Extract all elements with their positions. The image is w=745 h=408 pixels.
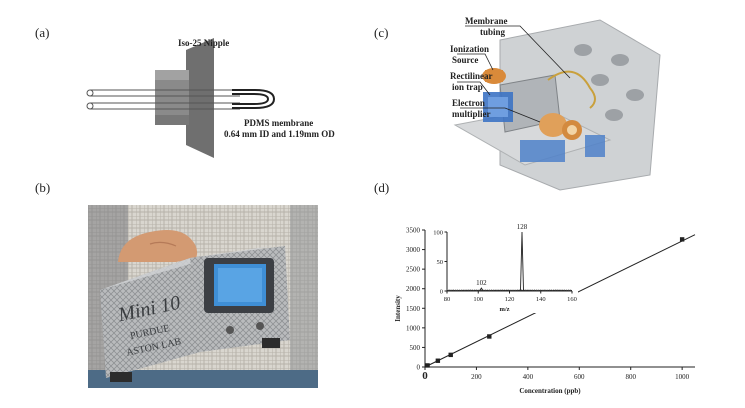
membrane-inlet-diagram xyxy=(86,38,276,158)
x-tick-label: 1000 xyxy=(675,373,690,381)
inset-x-tick-label: 80 xyxy=(444,296,451,303)
y-tick-label: 500 xyxy=(410,344,421,352)
x-tick-label: 800 xyxy=(625,373,636,381)
inlet-tubes xyxy=(86,89,240,110)
inset-x-tick-label: 140 xyxy=(536,296,546,303)
data-point xyxy=(448,352,453,358)
nipple-label: Iso-25 Nipple xyxy=(178,38,230,48)
callout-rectilinear: Rectilinear xyxy=(450,71,493,81)
inset-y-tick-label: 0 xyxy=(440,289,443,296)
device-left-face xyxy=(100,258,200,378)
membrane-dims-label: 0.64 mm ID and 1.19mm OD xyxy=(224,129,335,139)
y-tick-label: 3500 xyxy=(406,227,421,235)
inset-peak-label: 128 xyxy=(517,223,528,231)
mini10-photo xyxy=(88,205,318,388)
callout-membrane: Membrane xyxy=(465,16,508,26)
inset-background xyxy=(435,228,578,313)
panel-a-label: (a) xyxy=(35,25,50,40)
x-tick-label: 0 xyxy=(422,370,428,382)
y-tick-label: 2500 xyxy=(406,266,421,274)
callout-ion-trap: ion trap xyxy=(452,82,483,92)
y-tick-label: 1500 xyxy=(406,305,421,313)
y-tick-label: 3000 xyxy=(406,246,421,254)
data-point xyxy=(679,237,685,242)
inset-x-tick-label: 100 xyxy=(473,296,483,303)
inset-peak xyxy=(520,231,524,291)
inset-baseline xyxy=(446,289,573,292)
callout-electron: Electron xyxy=(452,98,485,108)
data-point xyxy=(487,334,492,339)
nipple-cone xyxy=(186,38,214,158)
y-tick-label: 0 xyxy=(417,364,421,372)
callout-ionization: Ionization xyxy=(450,44,490,54)
x-tick-label: 400 xyxy=(523,373,534,381)
x-tick-label: 200 xyxy=(471,373,482,381)
inset-peak-label: 102 xyxy=(476,279,487,287)
instrument-rendering xyxy=(453,19,661,191)
inset-x-tick-label: 120 xyxy=(505,296,515,303)
inset-x-tick-label: 160 xyxy=(567,296,577,303)
data-point xyxy=(425,363,430,368)
pdms-membrane-loop xyxy=(232,89,276,109)
membrane-label: PDMS membrane xyxy=(244,118,314,128)
hand xyxy=(118,230,198,262)
inset-peak xyxy=(479,287,484,291)
x-axis-title: Concentration (ppb) xyxy=(519,387,581,395)
panel-c-label: (c) xyxy=(374,25,389,40)
inset-y-tick-label: 100 xyxy=(433,230,443,237)
panel-d-label: (d) xyxy=(374,180,390,195)
panel-b-label: (b) xyxy=(35,180,51,195)
callout-multiplier: multiplier xyxy=(452,109,491,119)
y-axis-title: Intensity xyxy=(394,295,402,322)
callout-source: Source xyxy=(452,55,479,65)
y-tick-label: 2000 xyxy=(406,285,421,293)
inset-x-axis-title: m/z xyxy=(499,306,509,313)
x-tick-label: 600 xyxy=(574,373,585,381)
callout-tubing: tubing xyxy=(480,27,506,37)
electron-multiplier xyxy=(539,113,567,137)
membrane-tubing xyxy=(547,70,596,109)
inset-y-tick-label: 50 xyxy=(437,259,444,266)
data-point xyxy=(435,358,441,363)
y-tick-label: 1000 xyxy=(406,324,421,332)
